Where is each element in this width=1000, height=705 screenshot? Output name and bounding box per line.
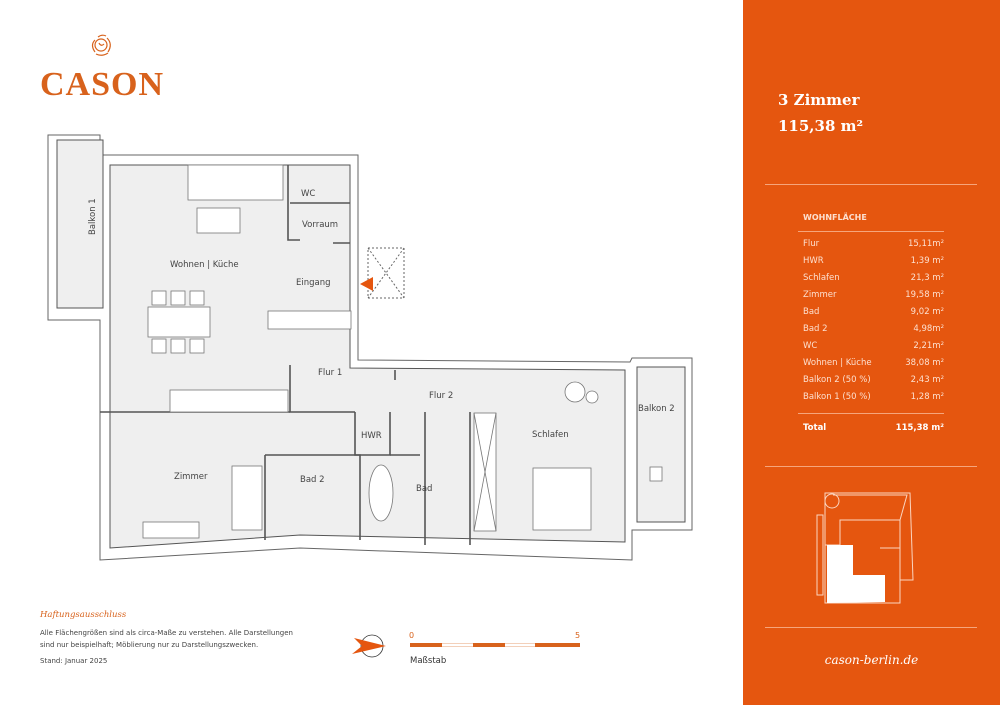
area-room: Balkon 2 (50 %) bbox=[803, 375, 871, 385]
divider bbox=[765, 627, 977, 628]
area-value: 1,28 m² bbox=[910, 392, 944, 402]
area-row: HWR 1,39 m² bbox=[803, 256, 944, 266]
room-label-zimmer: Zimmer bbox=[174, 472, 208, 482]
area-value: 1,39 m² bbox=[910, 256, 944, 266]
area-value: 9,02 m² bbox=[910, 307, 944, 317]
scale-label: Maßstab bbox=[410, 656, 447, 666]
area-room: Zimmer bbox=[803, 290, 837, 300]
area-room: HWR bbox=[803, 256, 824, 266]
disclaimer-title: Haftungsausschluss bbox=[40, 610, 127, 620]
area-room: WC bbox=[803, 341, 818, 351]
total-value: 115,38 m² bbox=[895, 423, 944, 433]
scale-end: 5 bbox=[575, 631, 581, 640]
room-label-hwr: HWR bbox=[361, 431, 382, 441]
divider bbox=[765, 184, 977, 185]
room-label-flur2: Flur 2 bbox=[429, 391, 453, 401]
room-label-wc: WC bbox=[301, 189, 315, 199]
area-value: 2,43 m² bbox=[910, 375, 944, 385]
room-label-bad: Bad bbox=[416, 484, 432, 494]
sofa bbox=[187, 164, 284, 201]
area-value: 15,11m² bbox=[907, 239, 944, 249]
area-table-heading: WOHNFLÄCHE bbox=[803, 213, 867, 222]
divider bbox=[798, 231, 944, 232]
unit-rooms: 3 Zimmer bbox=[778, 91, 860, 109]
area-value: 19,58 m² bbox=[905, 290, 944, 300]
area-row: Bad 2 4,98m² bbox=[803, 324, 944, 334]
area-row: WC 2,21m² bbox=[803, 341, 944, 351]
logo-wordmark: CASON bbox=[40, 66, 165, 103]
divider bbox=[798, 413, 944, 414]
website-link[interactable]: cason-berlin.de bbox=[824, 653, 919, 667]
area-value: 4,98m² bbox=[913, 324, 944, 334]
room-label-bad2: Bad 2 bbox=[300, 475, 325, 485]
kitchen-counter bbox=[169, 389, 289, 413]
room-label-balkon1: Balkon 1 bbox=[88, 198, 98, 235]
bed bbox=[532, 467, 592, 531]
room-label-vorraum: Vorraum bbox=[302, 220, 338, 230]
total-label: Total bbox=[803, 423, 827, 433]
area-value: 38,08 m² bbox=[905, 358, 944, 368]
room-label-balkon2: Balkon 2 bbox=[638, 404, 675, 414]
info-panel: 3 Zimmer 115,38 m² WOHNFLÄCHE Flur 15,11m… bbox=[743, 0, 1000, 705]
logo: CASON bbox=[40, 32, 163, 103]
area-value: 2,21m² bbox=[913, 341, 944, 351]
scale-bar bbox=[410, 643, 580, 647]
area-room: Flur bbox=[803, 239, 820, 249]
divider bbox=[765, 466, 977, 467]
floor-plan: Balkon 1 WC Vorraum Wohnen | Küche Einga… bbox=[47, 134, 693, 561]
room-label-eingang: Eingang bbox=[296, 278, 331, 288]
entrance-arrow-icon bbox=[360, 277, 373, 291]
entrance-landing bbox=[367, 247, 405, 299]
area-room: Bad bbox=[803, 307, 820, 317]
logo-emblem-icon bbox=[91, 34, 111, 56]
area-row: Balkon 2 (50 %) 2,43 m² bbox=[803, 375, 944, 385]
balcony-2 bbox=[636, 366, 686, 523]
room-label-wohnen: Wohnen | Küche bbox=[170, 260, 239, 270]
north-arrow-icon bbox=[352, 634, 386, 658]
area-row: Bad 9,02 m² bbox=[803, 307, 944, 317]
bathtub bbox=[368, 464, 394, 522]
area-row: Zimmer 19,58 m² bbox=[803, 290, 944, 300]
area-row: Flur 15,11m² bbox=[803, 239, 944, 249]
area-row: Balkon 1 (50 %) 1,28 m² bbox=[803, 392, 944, 402]
area-total-row: Total 115,38 m² bbox=[803, 423, 944, 433]
room-label-flur1: Flur 1 bbox=[318, 368, 342, 378]
date-note: Stand: Januar 2025 bbox=[40, 657, 108, 665]
area-room: Wohnen | Küche bbox=[803, 358, 872, 368]
disclaimer-line-1: Alle Flächengrößen sind als circa-Maße z… bbox=[40, 629, 293, 637]
site-plan-unit-highlight bbox=[827, 545, 885, 603]
site-plan bbox=[816, 492, 914, 604]
area-value: 21,3 m² bbox=[910, 273, 944, 283]
disclaimer-line-2: sind nur beispielhaft; Möblierung nur zu… bbox=[40, 641, 259, 649]
room-label-schlafen: Schlafen bbox=[532, 430, 569, 440]
unit-area: 115,38 m² bbox=[778, 117, 864, 135]
area-room: Bad 2 bbox=[803, 324, 828, 334]
dining-table bbox=[147, 306, 211, 338]
balcony-1 bbox=[56, 139, 104, 309]
area-room: Balkon 1 (50 %) bbox=[803, 392, 871, 402]
area-row: Wohnen | Küche 38,08 m² bbox=[803, 358, 944, 368]
scale-start: 0 bbox=[409, 631, 415, 640]
area-room: Schlafen bbox=[803, 273, 840, 283]
area-row: Schlafen 21,3 m² bbox=[803, 273, 944, 283]
